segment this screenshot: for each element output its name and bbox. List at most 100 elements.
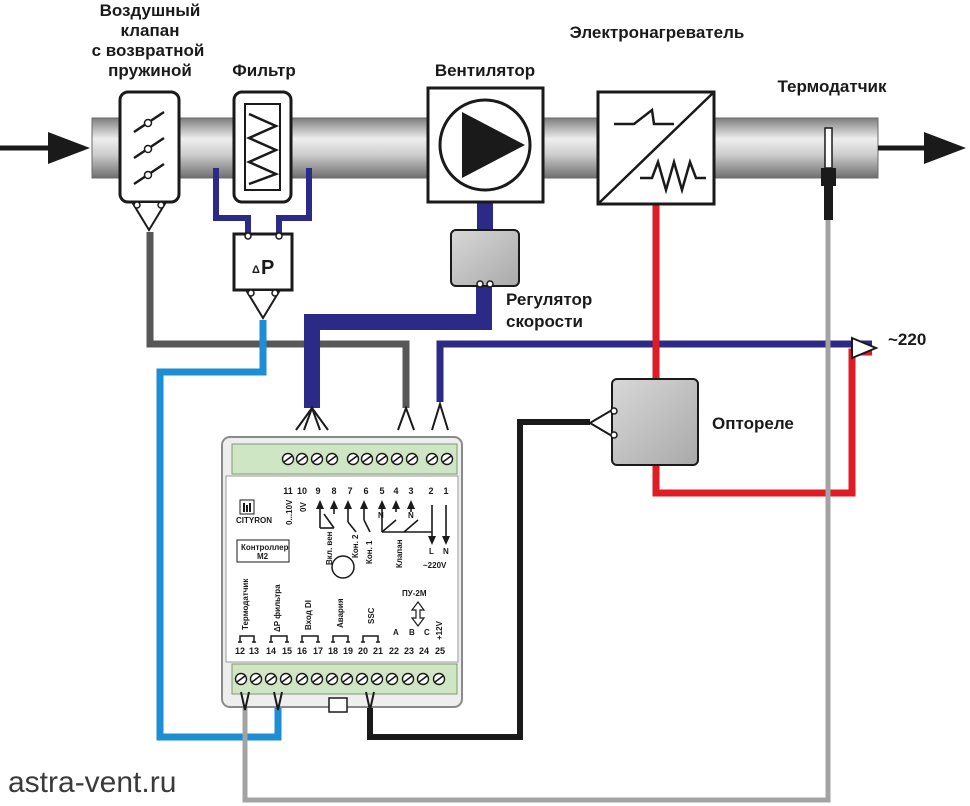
- label-mains: ~220: [888, 330, 926, 349]
- top-terminal-2[interactable]: [425, 452, 439, 466]
- top-terminal-7[interactable]: [346, 452, 360, 466]
- top-terminal-number: 3: [408, 486, 413, 496]
- wires: [146, 204, 872, 803]
- top-terminal-3[interactable]: [405, 452, 419, 466]
- top-terminal-6[interactable]: [360, 452, 374, 466]
- bottom-terminal-number: 25: [435, 646, 445, 656]
- bottom-terminal-12[interactable]: [234, 672, 248, 686]
- label-l: L: [429, 547, 434, 556]
- bottom-terminal-number: 15: [282, 646, 292, 656]
- label-n2: N: [408, 511, 414, 520]
- speed-regulator: [450, 229, 520, 288]
- wire-dp: [156, 320, 282, 741]
- func-thermosensor: Термодатчик: [241, 578, 250, 630]
- label-0-10v: 0...10V: [285, 499, 294, 525]
- top-terminal-number: 4: [393, 486, 398, 496]
- thermosensor: [821, 127, 836, 220]
- bottom-terminal-number: 20: [358, 646, 368, 656]
- input-contact: [361, 635, 380, 643]
- label-regulator-1: Регулятор: [506, 290, 592, 309]
- bottom-terminal-24[interactable]: [416, 672, 430, 686]
- controller-model-line1: Контроллер: [241, 543, 289, 552]
- top-terminal-number: 1: [443, 486, 448, 496]
- input-contact: [238, 635, 256, 643]
- bottom-terminal-13[interactable]: [249, 672, 263, 686]
- func-con1: Кон. 1: [365, 540, 374, 564]
- bottom-terminal-number: 13: [249, 646, 259, 656]
- label-a: A: [393, 628, 399, 637]
- top-terminal-screws: [281, 452, 454, 466]
- label-n: N: [443, 547, 449, 556]
- bottom-terminal-17[interactable]: [310, 672, 324, 686]
- bottom-terminal-number: 21: [373, 646, 383, 656]
- label-c: C: [424, 628, 430, 637]
- label-damper-2: клапан: [121, 21, 180, 40]
- wire-speed-regulator: [304, 285, 492, 408]
- label-sensor: Термодатчик: [777, 77, 887, 96]
- top-terminal-number: 5: [379, 486, 384, 496]
- top-terminal-number: 2: [428, 486, 433, 496]
- play-icon: [462, 112, 525, 178]
- wire-thermosensor: [242, 218, 831, 803]
- damper: [118, 90, 181, 232]
- label-220v: ~220V: [423, 561, 447, 570]
- bottom-terminal-screws: [234, 672, 446, 686]
- wire-mains: [436, 340, 872, 402]
- top-terminal-number: 8: [331, 486, 336, 496]
- bottom-terminal-21[interactable]: [370, 672, 384, 686]
- input-contact: [300, 635, 320, 643]
- bottom-terminal-number: 17: [313, 646, 323, 656]
- label-b: B: [409, 628, 415, 637]
- watermark: astra-vent.ru: [8, 766, 176, 799]
- bottom-terminal-number: 14: [266, 646, 276, 656]
- top-terminal-11[interactable]: [281, 452, 295, 466]
- bottom-terminal-19[interactable]: [340, 672, 354, 686]
- top-terminal-1[interactable]: [440, 452, 454, 466]
- top-terminal-number: 7: [347, 486, 352, 496]
- bottom-terminal-25[interactable]: [432, 672, 446, 686]
- dp-label: P: [261, 257, 274, 279]
- filter: [232, 90, 293, 204]
- top-terminal-10[interactable]: [295, 452, 309, 466]
- bottom-terminal-number: 16: [297, 646, 307, 656]
- wire-fan-regulator: [477, 200, 493, 232]
- bottom-terminal-number: 18: [328, 646, 338, 656]
- bottom-terminal-23[interactable]: [401, 672, 415, 686]
- top-terminal-5[interactable]: [375, 452, 389, 466]
- label-regulator-2: скорости: [506, 312, 583, 331]
- labels: Воздушный клапан с возвратной пружиной Ф…: [8, 1, 926, 799]
- bottom-terminal-15[interactable]: [279, 672, 293, 686]
- bottom-terminal-20[interactable]: [355, 672, 369, 686]
- wire-relay-control: [367, 419, 590, 740]
- label-fan: Вентилятор: [435, 61, 535, 80]
- func-damper: Клапан: [395, 539, 404, 568]
- dp-delta: Δ: [252, 264, 260, 276]
- top-terminal-number: 9: [315, 486, 320, 496]
- differential-pressure-sensor: Δ P: [232, 232, 294, 320]
- panel-label: ПУ-2М: [402, 589, 427, 598]
- controller-knob[interactable]: [331, 555, 355, 579]
- top-terminal-9[interactable]: [310, 452, 324, 466]
- bottom-terminal-22[interactable]: [385, 672, 399, 686]
- bottom-terminal-number: 19: [343, 646, 353, 656]
- top-terminal-number: 11: [283, 486, 293, 496]
- top-terminal-8[interactable]: [325, 452, 339, 466]
- top-terminal-4[interactable]: [390, 452, 404, 466]
- func-fan-on: Вкл. вен: [325, 531, 334, 565]
- bottom-terminal-14[interactable]: [264, 672, 278, 686]
- label-heater: Электронагреватель: [570, 23, 745, 42]
- bottom-terminal-16[interactable]: [295, 672, 309, 686]
- func-con2: Кон. 2: [351, 534, 360, 558]
- func-dp-filter: ΔP фильтра: [273, 584, 282, 632]
- bottom-terminal-number: 24: [419, 646, 429, 656]
- label-0v: 0V: [299, 502, 308, 512]
- cityron-logo: [239, 499, 255, 515]
- inlet-arrow: [0, 132, 90, 164]
- bottom-terminal-18[interactable]: [325, 672, 339, 686]
- controller-model-line2: M2: [257, 552, 269, 561]
- label-damper-1: Воздушный: [100, 1, 201, 20]
- input-contacts: [238, 635, 380, 643]
